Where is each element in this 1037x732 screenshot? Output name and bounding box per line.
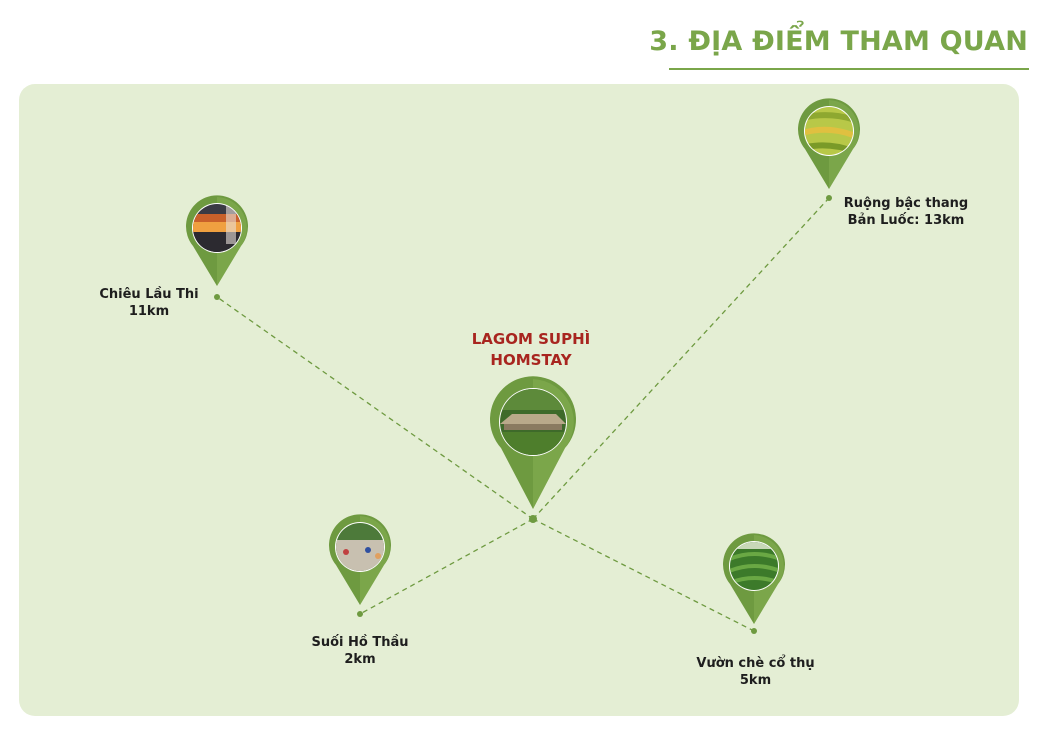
label-vuon-che: Vườn chè cổ thụ 5km <box>688 655 823 689</box>
label-ruong-bac-thang-distance: Bản Luốc: 13km <box>847 213 965 228</box>
label-suoi-ho-thau-name: Suối Hồ Thầu <box>311 635 409 650</box>
center-label-line1: LAGOM SUPHÌ <box>471 330 591 348</box>
route-ruong-bac-thang <box>532 197 830 520</box>
center-label-line2: HOMSTAY <box>490 351 572 369</box>
route-vuon-che <box>532 518 755 632</box>
center-label: LAGOM SUPHÌ HOMSTAY <box>458 329 604 371</box>
route-suoi-ho-thau <box>359 518 534 615</box>
tea-garden-photo-icon <box>730 542 778 590</box>
label-chieu-lau-thi-distance: 11km <box>128 304 170 319</box>
pin-chieu-lau-thi[interactable] <box>186 195 248 300</box>
pin-lagom-homestay[interactable] <box>490 376 577 523</box>
homestay-photo-icon <box>500 389 566 455</box>
rice-terrace-photo-icon <box>805 107 853 155</box>
label-ruong-bac-thang: Ruộng bậc thang Bản Luốc: 13km <box>836 195 976 229</box>
sunset-photo-icon <box>193 204 241 252</box>
page-title: 3. ĐỊA ĐIỂM THAM QUAN <box>649 26 1028 57</box>
pin-ruong-bac-thang[interactable] <box>798 98 860 201</box>
label-suoi-ho-thau-distance: 2km <box>344 652 376 667</box>
route-chieu-lau-thi <box>216 296 534 520</box>
label-ruong-bac-thang-name: Ruộng bậc thang <box>843 196 969 211</box>
pin-vuon-che[interactable] <box>723 533 785 634</box>
label-chieu-lau-thi-name: Chiêu Lầu Thi <box>99 287 199 302</box>
label-vuon-che-distance: 5km <box>739 673 772 688</box>
label-vuon-che-name: Vườn chè cổ thụ <box>696 656 815 671</box>
label-chieu-lau-thi: Chiêu Lầu Thi 11km <box>94 286 204 320</box>
pin-suoi-ho-thau[interactable] <box>328 514 391 617</box>
label-suoi-ho-thau: Suối Hồ Thầu 2km <box>300 634 420 668</box>
title-underline <box>669 68 1029 70</box>
